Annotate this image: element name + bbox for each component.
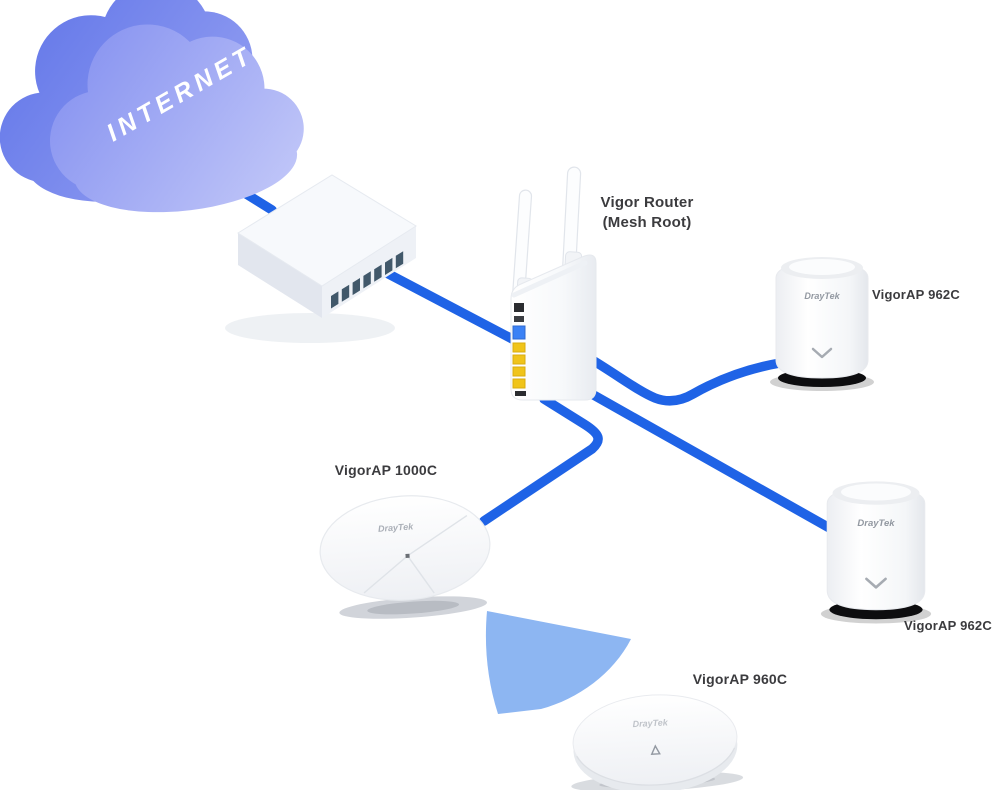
chevron-down-icon	[811, 347, 833, 359]
router-lan-port-3	[512, 366, 526, 377]
ap-ceiling: DrayTek	[571, 694, 744, 790]
cable-router-to-ap-dish	[479, 394, 603, 526]
internet-cloud: INTERNET	[0, 0, 304, 213]
cable-router-to-ap-bottom-right	[578, 384, 838, 535]
router-lan-port-1	[512, 342, 526, 353]
cable-router-to-ap-top-right	[589, 356, 785, 406]
draytek-logo: DrayTek	[632, 717, 669, 729]
ap-bottom-right-label: VigorAP 962C	[904, 618, 992, 633]
router-port-strip	[512, 303, 526, 396]
ap-mesh-node-top-right: DrayTek	[770, 257, 874, 391]
draytek-logo: DrayTek	[378, 521, 415, 533]
ap-dish-label: VigorAP 1000C	[334, 462, 438, 478]
router-body	[510, 254, 597, 401]
switch-ports	[331, 251, 404, 309]
router-label-line1: Vigor Router	[600, 194, 694, 211]
router-lan-port-2	[512, 354, 526, 365]
draytek-logo: DrayTek	[804, 291, 840, 301]
ap-mesh-node-bottom-right: DrayTek	[820, 481, 932, 624]
ap-dish: DrayTek	[319, 495, 491, 619]
alignment-mark-icon	[650, 744, 661, 755]
wifi-coverage-wedge-icon	[485, 611, 631, 714]
router-label-line2: (Mesh Root)	[602, 214, 692, 232]
draytek-logo: DrayTek	[857, 518, 895, 529]
router-wan-port	[512, 325, 526, 340]
ap-top-right-label: VigorAP 962C	[872, 287, 960, 302]
ap-ceiling-label: VigorAP 960C	[692, 671, 788, 687]
router-lan-port-4	[512, 378, 526, 389]
ethernet-switch	[225, 174, 417, 343]
vigor-router	[510, 166, 597, 401]
chevron-down-icon	[865, 577, 887, 589]
router-label: Vigor Router (Mesh Root)	[592, 193, 702, 234]
